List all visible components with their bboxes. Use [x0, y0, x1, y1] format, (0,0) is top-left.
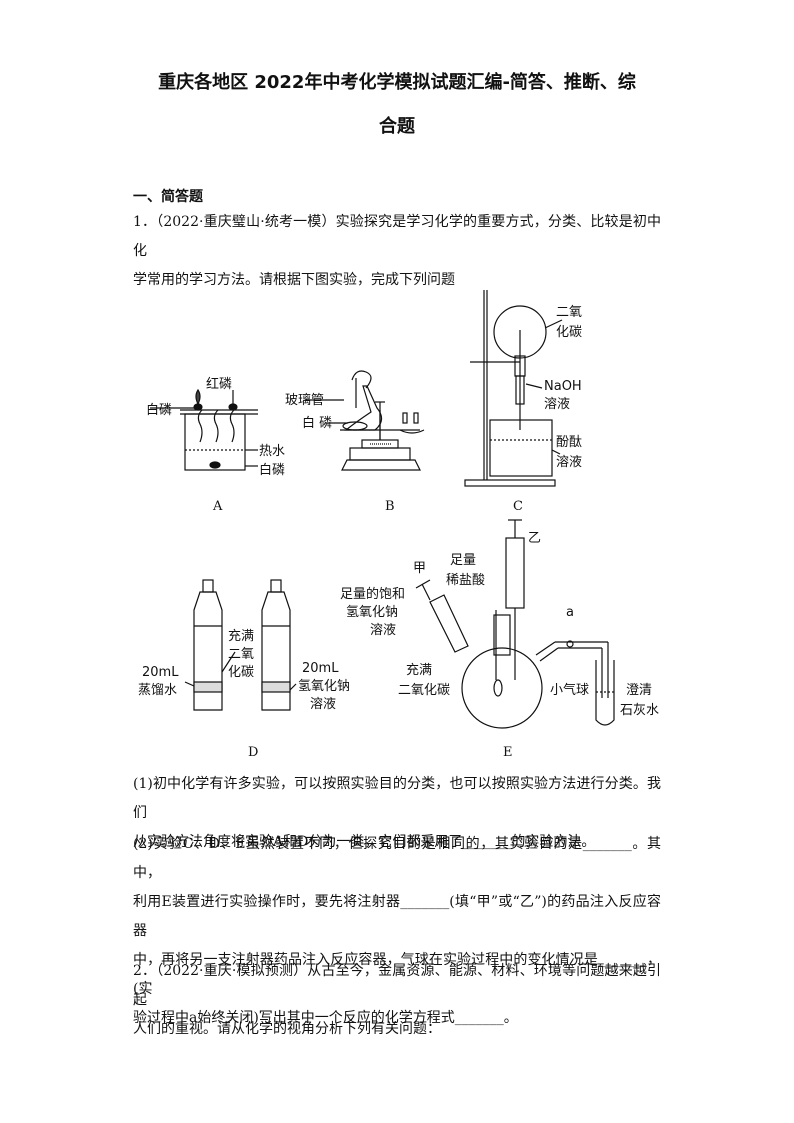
label-b-white-p: 白 磷 [302, 415, 332, 431]
label-e-naoh-3: 溶液 [370, 623, 396, 638]
caption-a: A [212, 499, 223, 514]
label-d-full-2: 二氧 [228, 647, 254, 662]
q1-part2-line3: 中，再将另一支注射器药品注入反应容器，气球在实验过程中的变化情况是_______… [133, 952, 661, 997]
label-d-naoh-3: 溶液 [310, 697, 336, 712]
apparatus-e [415, 519, 615, 729]
label-e-hcl-2: 稀盐酸 [446, 573, 485, 588]
label-d-full-1: 充满 [228, 628, 254, 644]
q1-intro-line2: 学常用的学习方法。请根据下图实验，完成下列问题 [133, 272, 455, 288]
label-e-hcl-1: 足量 [450, 553, 476, 568]
label-e-balloon: 小气球 [550, 682, 589, 698]
q2-intro: 2．（2022·重庆·模拟预测）从古至今，金属资源、能源、材料、环境等问题越来越… [133, 957, 661, 1044]
label-c-phen-1: 酚酞 [556, 435, 582, 450]
label-c-naoh-2: 溶液 [544, 397, 570, 412]
apparatus-b [305, 370, 425, 471]
q1-part2: (2)实验C、D、E虽然装置不同，但探究目的是相同的，其实验目的是_______… [133, 830, 661, 1033]
q1-part2-line4: 验过程中a始终关闭)写出其中一个反应的化学方程式_______。 [133, 1010, 518, 1026]
label-d-water-1: 20mL [142, 665, 179, 680]
q1-intro: 1．（2022·重庆璧山·统考一模）实验探究是学习化学的重要方式，分类、比较是初… [133, 208, 661, 295]
label-a-red-p: 红磷 [206, 376, 232, 392]
label-e-lime-2: 石灰水 [620, 703, 659, 718]
caption-b: B [385, 499, 395, 514]
label-c-co2-1: 二氧 [556, 305, 582, 320]
doc-title-line2: 合题 [379, 116, 415, 137]
label-e-naoh-1: 足量的饱和 [340, 586, 405, 602]
label-c-naoh-1: NaOH [544, 379, 582, 394]
label-d-water-2: 蒸馏水 [138, 683, 177, 698]
section-heading: 一、简答题 [133, 189, 203, 205]
label-e-co2-2: 二氧化碳 [398, 683, 450, 698]
q2-intro-line1: 2．（2022·重庆·模拟预测）从古至今，金属资源、能源、材料、环境等问题越来越… [133, 963, 661, 1008]
q1-part1-line2: 从实验方法角度将实验A和D分为一类，它们都采用了_______的实验方法。 [133, 834, 596, 850]
label-a-white-p-bottom: 白磷 [259, 462, 285, 478]
q1-part1: (1)初中化学有许多实验，可以按照实验目的分类，也可以按照实验方法进行分类。我们… [133, 770, 661, 857]
q1-part1-line1: (1)初中化学有许多实验，可以按照实验目的分类，也可以按照实验方法进行分类。我们 [133, 776, 661, 821]
q2-intro-line2: 人们的重视。请从化学的视角分析下列有关问题： [133, 1021, 441, 1037]
label-e-a: a [566, 605, 574, 620]
q1-part2-line1: (2)实验C、D、E虽然装置不同，但探究目的是相同的，其实验目的是_______… [133, 836, 661, 881]
label-c-co2-2: 化碳 [556, 325, 582, 340]
label-a-hot-water: 热水 [259, 444, 285, 459]
caption-d: D [248, 745, 258, 760]
q1-part2-line2: 利用E装置进行实验操作时，要先将注射器_______(填“甲”或“乙”)的药品注… [133, 894, 661, 939]
label-e-naoh-2: 氢氧化钠 [346, 605, 398, 620]
label-a-white-p-top: 白磷 [146, 402, 172, 418]
label-e-jia: 甲 [413, 561, 426, 576]
label-b-glass-tube: 玻璃管 [285, 393, 324, 408]
label-c-phen-2: 溶液 [556, 455, 582, 470]
caption-e: E [503, 745, 513, 760]
label-d-naoh-1: 20mL [302, 661, 339, 676]
label-e-lime-1: 澄清 [626, 683, 652, 698]
label-d-full-3: 化碳 [228, 665, 254, 680]
label-d-naoh-2: 氢氧化钠 [298, 679, 350, 694]
apparatus-a [150, 388, 258, 471]
experiment-figure: 红磷 白磷 热水 白磷 A 玻璃管 白 磷 B 二氧 化碳 NaOH 溶液 酚酞… [138, 290, 659, 760]
label-e-yi: 乙 [528, 531, 541, 546]
apparatus-d [184, 579, 297, 711]
label-e-co2-1: 充满 [406, 662, 432, 678]
doc-title-line1: 重庆各地区 2022年中考化学模拟试题汇编-简答、推断、综 [158, 72, 636, 93]
apparatus-c [464, 290, 563, 487]
caption-c: C [513, 499, 523, 514]
q1-intro-line1: 1．（2022·重庆璧山·统考一模）实验探究是学习化学的重要方式，分类、比较是初… [133, 214, 661, 259]
